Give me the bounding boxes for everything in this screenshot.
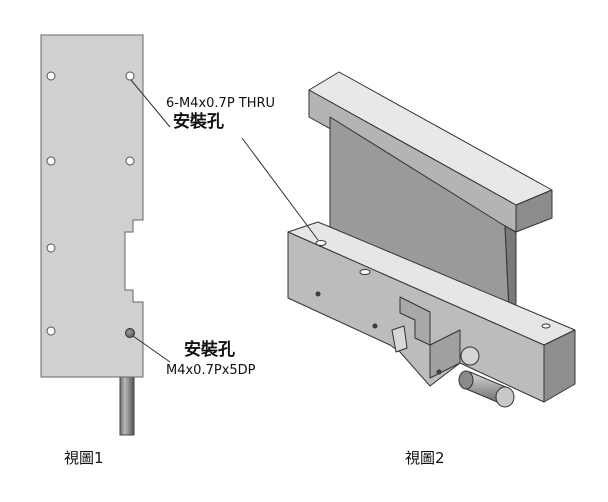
view2-part: [241, 71, 576, 408]
view2-tab: [391, 325, 408, 353]
view1-caption: 視圖1: [64, 449, 104, 467]
view2-notch: [399, 296, 431, 346]
view1-leader-top: [130, 79, 171, 128]
view2-leader: [241, 137, 319, 241]
hole: [46, 156, 56, 166]
view1-plate: [40, 34, 144, 378]
view2-rod-end: [495, 386, 515, 408]
view2-front-hole: [460, 346, 480, 366]
view2-step: [429, 329, 461, 379]
hole: [46, 326, 56, 336]
view2-side-hole: [315, 291, 321, 297]
view2-rail-right-face: [515, 189, 553, 233]
view2-hole-title-label: 安裝孔: [173, 112, 224, 132]
view1-leader-bottom: [132, 335, 171, 363]
hole: [125, 156, 135, 166]
hole: [46, 243, 56, 253]
view1-rod: [119, 374, 135, 436]
view2-hole-spec-label: 6-M4x0.7P THRU: [166, 96, 276, 111]
view2-caption: 視圖2: [405, 449, 445, 467]
view1-hole-title-label: 安裝孔: [184, 340, 235, 360]
view2-side-hole: [436, 369, 442, 375]
hole: [46, 71, 56, 81]
view1-holes: [46, 71, 135, 336]
view2-rod-end-inner: [458, 370, 474, 390]
view1-tapped-hole: [125, 328, 135, 338]
view2-hole: [359, 269, 371, 275]
view2-side-hole: [372, 323, 378, 329]
view2-hole: [315, 240, 327, 246]
view1-part: [40, 34, 171, 436]
view2-hole: [541, 323, 551, 329]
hole: [125, 71, 135, 81]
view1-hole-spec-label: M4x0.7Px5DP: [166, 363, 256, 378]
view2-base-right-face: [543, 329, 576, 403]
